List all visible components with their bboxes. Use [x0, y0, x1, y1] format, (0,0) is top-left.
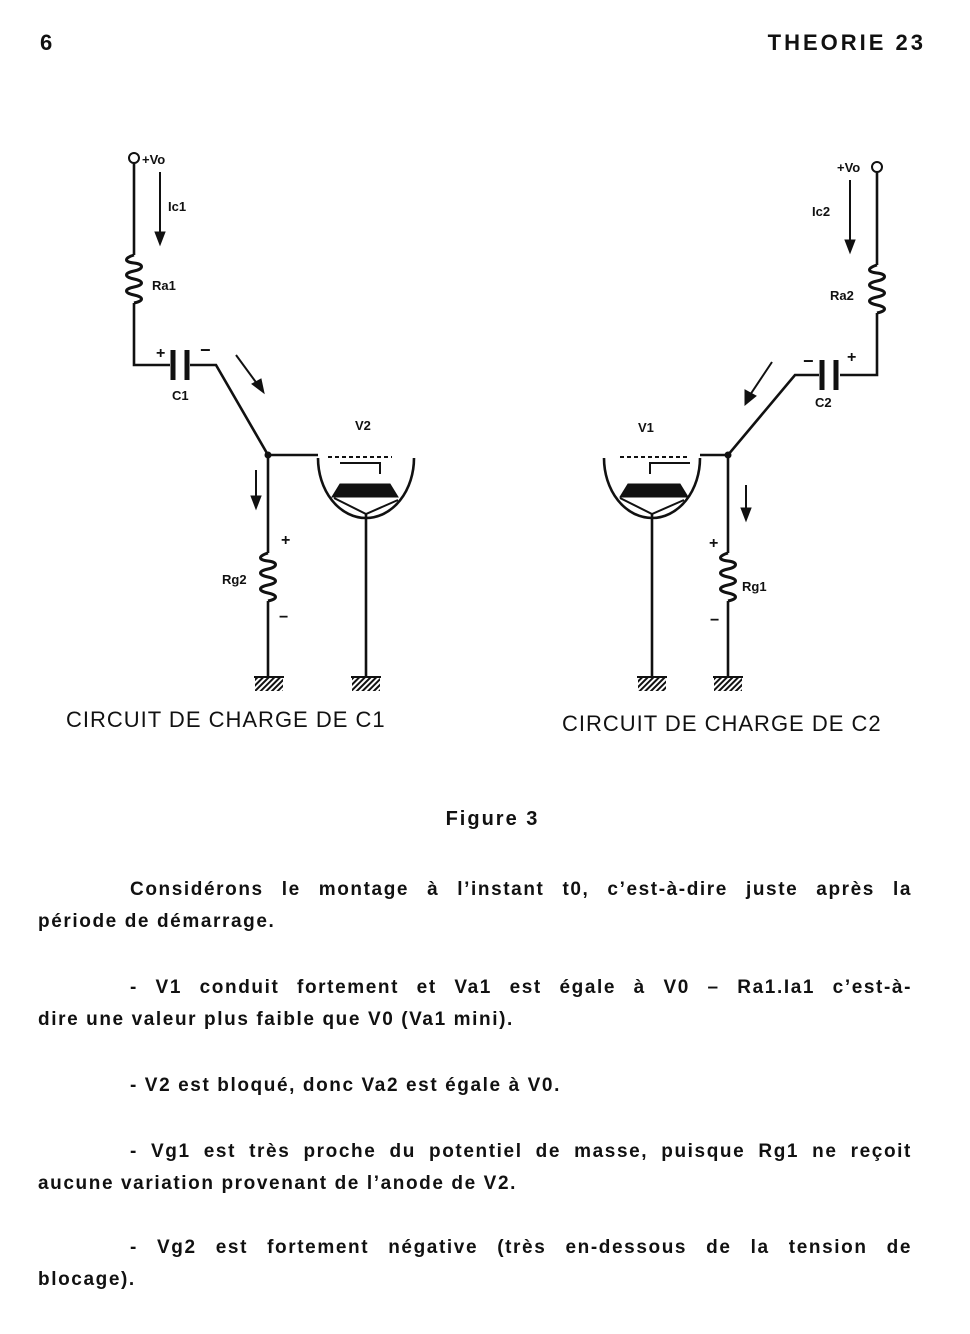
right-circuit	[602, 161, 886, 678]
charge-arrow	[749, 361, 773, 396]
paragraph: - Vg1 est très proche du potentiel de ma…	[38, 1136, 912, 1200]
left-caption: CIRCUIT DE CHARGE DE C1	[66, 707, 386, 732]
paragraph-line: dire une valeur plus faible que V0 (Va1 …	[38, 1009, 514, 1030]
current-label: Ic2	[812, 204, 830, 219]
tube-v1-cathode	[619, 483, 689, 498]
minus-sign: −	[200, 340, 211, 360]
supply-terminal	[871, 161, 883, 173]
paragraph-line: - Vg2 est fortement négative (très en-de…	[130, 1237, 912, 1258]
supply-label: +Vo	[142, 152, 165, 167]
resistor-label: Ra1	[152, 278, 176, 293]
capacitor-label: C2	[815, 395, 832, 410]
tube-v2-cathode	[331, 483, 399, 498]
paragraph-line: - Vg1 est très proche du potentiel de ma…	[130, 1141, 912, 1162]
paragraph: - V1 conduit fortement et Va1 est égale …	[38, 972, 912, 1036]
supply-label: +Vo	[837, 160, 860, 175]
ground-symbol	[638, 677, 666, 691]
plus-sign: +	[281, 532, 290, 549]
tube-label: V1	[638, 420, 654, 435]
ground-symbol	[255, 677, 283, 691]
paragraph-line: Considérons le montage à l’instant t0, c…	[130, 879, 912, 900]
capacitor-c2	[819, 360, 839, 390]
resistor-ra2	[868, 263, 886, 315]
capacitor-label: C1	[172, 388, 189, 403]
paragraph-line: période de démarrage.	[38, 911, 276, 932]
paragraph: Considérons le montage à l’instant t0, c…	[38, 874, 912, 938]
paragraph-line: - V2 est bloqué, donc Va2 est égale à V0…	[130, 1075, 561, 1096]
figure-label: Figure 3	[445, 808, 540, 830]
plus-sign: +	[156, 345, 165, 362]
plus-sign: +	[709, 535, 718, 552]
supply-terminal	[128, 152, 140, 164]
ground-symbol	[714, 677, 742, 691]
circuit-diagram: +Vo Ic1 Ra1 + − C1 V2 + Rg2 − +Vo Ic2 Ra…	[125, 152, 886, 691]
current-label: Ic1	[168, 199, 186, 214]
page-number: 6	[40, 30, 56, 55]
minus-sign: −	[710, 612, 719, 629]
resistor-label: Rg1	[742, 579, 767, 594]
paragraph-line: - V1 conduit fortement et Va1 est égale …	[130, 977, 912, 998]
right-caption: CIRCUIT DE CHARGE DE C2	[562, 711, 882, 736]
capacitor-c1	[170, 350, 190, 380]
resistor-rg2	[259, 551, 277, 603]
minus-sign: −	[279, 609, 288, 626]
left-circuit	[125, 152, 416, 678]
resistor-label: Ra2	[830, 288, 854, 303]
resistor-rg1	[719, 551, 737, 603]
ground-symbol	[352, 677, 380, 691]
tube-label: V2	[355, 418, 371, 433]
plus-sign: +	[847, 349, 856, 366]
paragraph-line: aucune variation provenant de l’anode de…	[38, 1173, 518, 1194]
paragraph: - Vg2 est fortement négative (très en-de…	[38, 1232, 912, 1296]
minus-sign: −	[803, 351, 814, 371]
resistor-ra1	[125, 253, 143, 305]
resistor-label: Rg2	[222, 572, 247, 587]
running-title: THEORIE 23	[767, 30, 926, 55]
paragraph: - V2 est bloqué, donc Va2 est égale à V0…	[38, 1070, 912, 1102]
charge-arrow	[235, 354, 259, 386]
paragraph-line: blocage).	[38, 1269, 136, 1290]
